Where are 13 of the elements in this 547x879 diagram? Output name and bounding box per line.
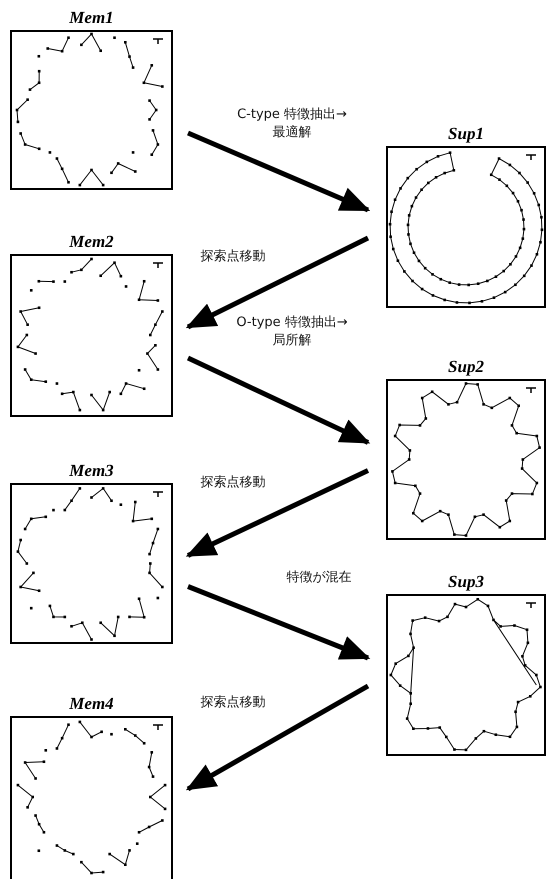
arrow	[187, 584, 370, 660]
arrow	[187, 130, 370, 212]
arrow	[186, 356, 370, 445]
plot-title: Sup2	[447, 357, 485, 377]
plot-title: Mem4	[68, 694, 115, 714]
arrow	[186, 236, 370, 330]
plot-title: Sup1	[447, 124, 485, 144]
plot-title: Mem3	[68, 461, 115, 481]
arrow	[186, 684, 370, 792]
arrow	[186, 468, 370, 558]
plot-title: Mem1	[68, 8, 115, 28]
plot-title: Mem2	[68, 232, 115, 252]
plot-title: Sup3	[447, 572, 485, 592]
